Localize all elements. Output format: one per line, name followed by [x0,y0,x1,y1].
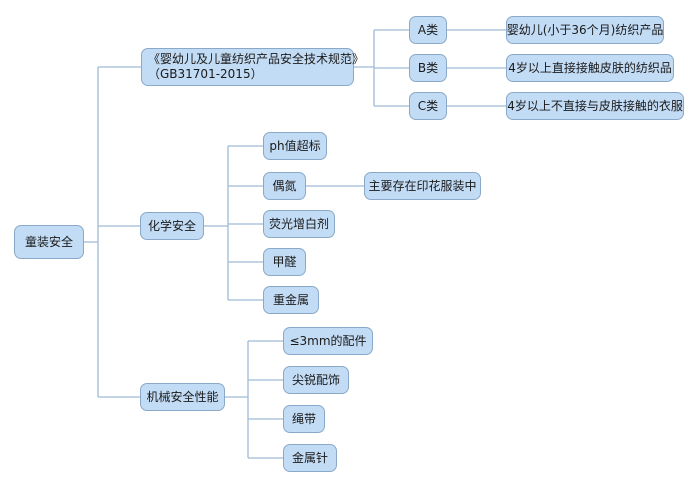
chemical-item-ph: ph值超标 [263,132,327,160]
chemical-item-azo: 偶氮 [263,172,306,200]
connector-chemical-items [204,145,263,301]
standard-code: （GB31701-2015） [148,67,263,81]
standard-title: 《婴幼儿及儿童纺织产品安全技术规范》 [148,52,365,66]
mechanical-item-small-parts: ≤3mm的配件 [283,327,373,355]
connector-category-descs [447,29,506,107]
mechanical-item-sharp-accessory: 尖锐配饰 [283,366,349,394]
chemical-item-heavy-metal: 重金属 [263,286,319,314]
mechanical-node: 机械安全性能 [140,383,225,411]
category-c-desc: 4岁以上不直接与皮肤接触的衣服 [506,92,684,120]
connector-mechanical-items [225,340,283,459]
connector-root-trunk [84,66,141,398]
connector-standard-categories [354,29,409,107]
standard-node: 《婴幼儿及儿童纺织产品安全技术规范》 （GB31701-2015） [141,48,364,86]
azo-note-node: 主要存在印花服装中 [364,172,481,200]
category-c-node: C类 [409,92,447,120]
category-a-node: A类 [409,16,447,44]
chemical-item-formaldehyde: 甲醛 [263,248,306,276]
chemical-node: 化学安全 [140,212,204,240]
mechanical-item-cord: 绳带 [283,405,325,433]
chemical-item-brightener: 荧光增白剂 [263,210,335,238]
category-b-desc: 4岁以上直接接触皮肤的纺织品 [506,54,674,82]
category-b-node: B类 [409,54,447,82]
mechanical-item-metal-pin: 金属针 [283,444,337,472]
root-node: 童装安全 [14,225,84,259]
category-a-desc: 婴幼儿(小于36个月)纺织产品 [506,16,664,44]
